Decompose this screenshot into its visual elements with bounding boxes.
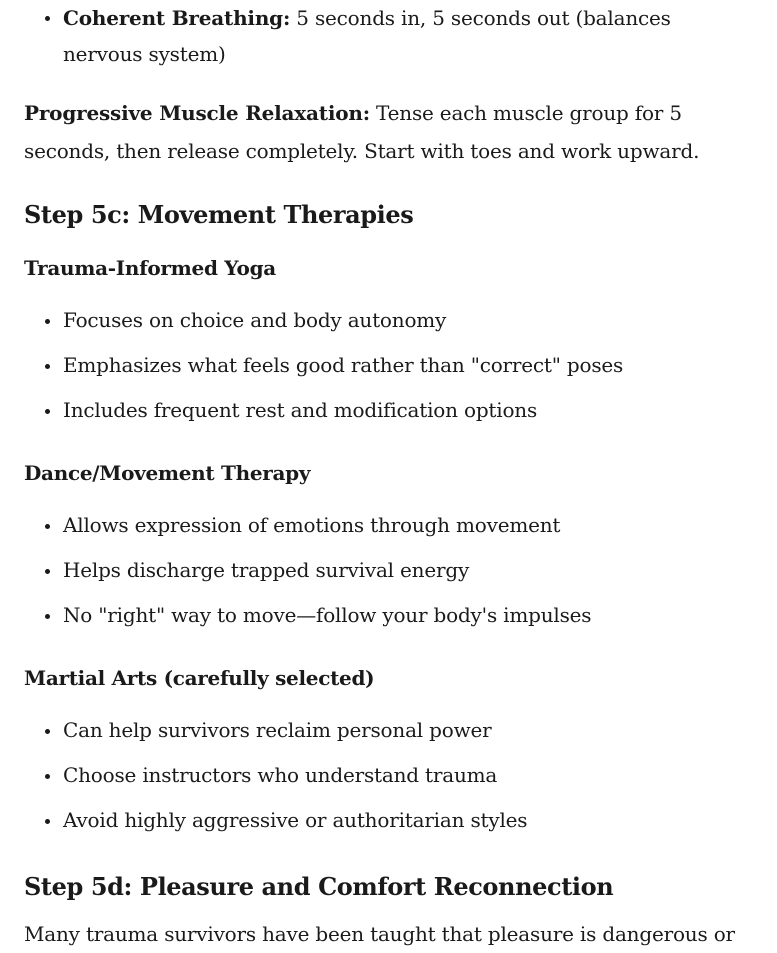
bullet-dot: [45, 364, 50, 369]
list-item-text: 5 seconds in, 5 seconds out (balances: [290, 6, 671, 30]
bullet-dot: [45, 569, 50, 574]
subheading-dance: Dance/Movement Therapy: [24, 461, 311, 485]
bullet-dot: [45, 729, 50, 734]
bullet-dot: [45, 774, 50, 779]
bullet-dot: [45, 16, 50, 21]
bullet-dot: [45, 819, 50, 824]
list-item: Focuses on choice and body autonomy: [63, 308, 447, 332]
list-item: Emphasizes what feels good rather than "…: [63, 353, 624, 377]
paragraph-label: Progressive Muscle Relaxation:: [24, 101, 370, 125]
list-item: Choose instructors who understand trauma: [63, 763, 498, 787]
list-item-text-continued: nervous system): [63, 42, 226, 66]
bullet-dot: [45, 614, 50, 619]
bullet-dot: [45, 524, 50, 529]
list-item: Helps discharge trapped survival energy: [63, 558, 470, 582]
bullet-dot: [45, 409, 50, 414]
subheading-yoga: Trauma-Informed Yoga: [24, 256, 276, 280]
section-heading-step-5d: Step 5d: Pleasure and Comfort Reconnecti…: [24, 872, 614, 901]
paragraph-pmr: Progressive Muscle Relaxation: Tense eac…: [24, 95, 682, 132]
list-item: Can help survivors reclaim personal powe…: [63, 718, 492, 742]
bullet-dot: [45, 319, 50, 324]
list-item: Includes frequent rest and modification …: [63, 398, 538, 422]
list-item: Allows expression of emotions through mo…: [63, 513, 561, 537]
subheading-martial-arts: Martial Arts (carefully selected): [24, 666, 375, 690]
section-heading-step-5c: Step 5c: Movement Therapies: [24, 200, 414, 229]
list-item-label: Coherent Breathing:: [63, 6, 291, 30]
paragraph-text-continued: seconds, then release completely. Start …: [24, 139, 700, 163]
list-item-coherent-breathing: Coherent Breathing: 5 seconds in, 5 seco…: [63, 0, 671, 37]
paragraph-text: Tense each muscle group for 5: [369, 101, 682, 125]
list-item: Avoid highly aggressive or authoritarian…: [63, 808, 528, 832]
paragraph-step-5d-intro: Many trauma survivors have been taught t…: [24, 922, 735, 946]
list-item: No "right" way to move—follow your body'…: [63, 603, 592, 627]
